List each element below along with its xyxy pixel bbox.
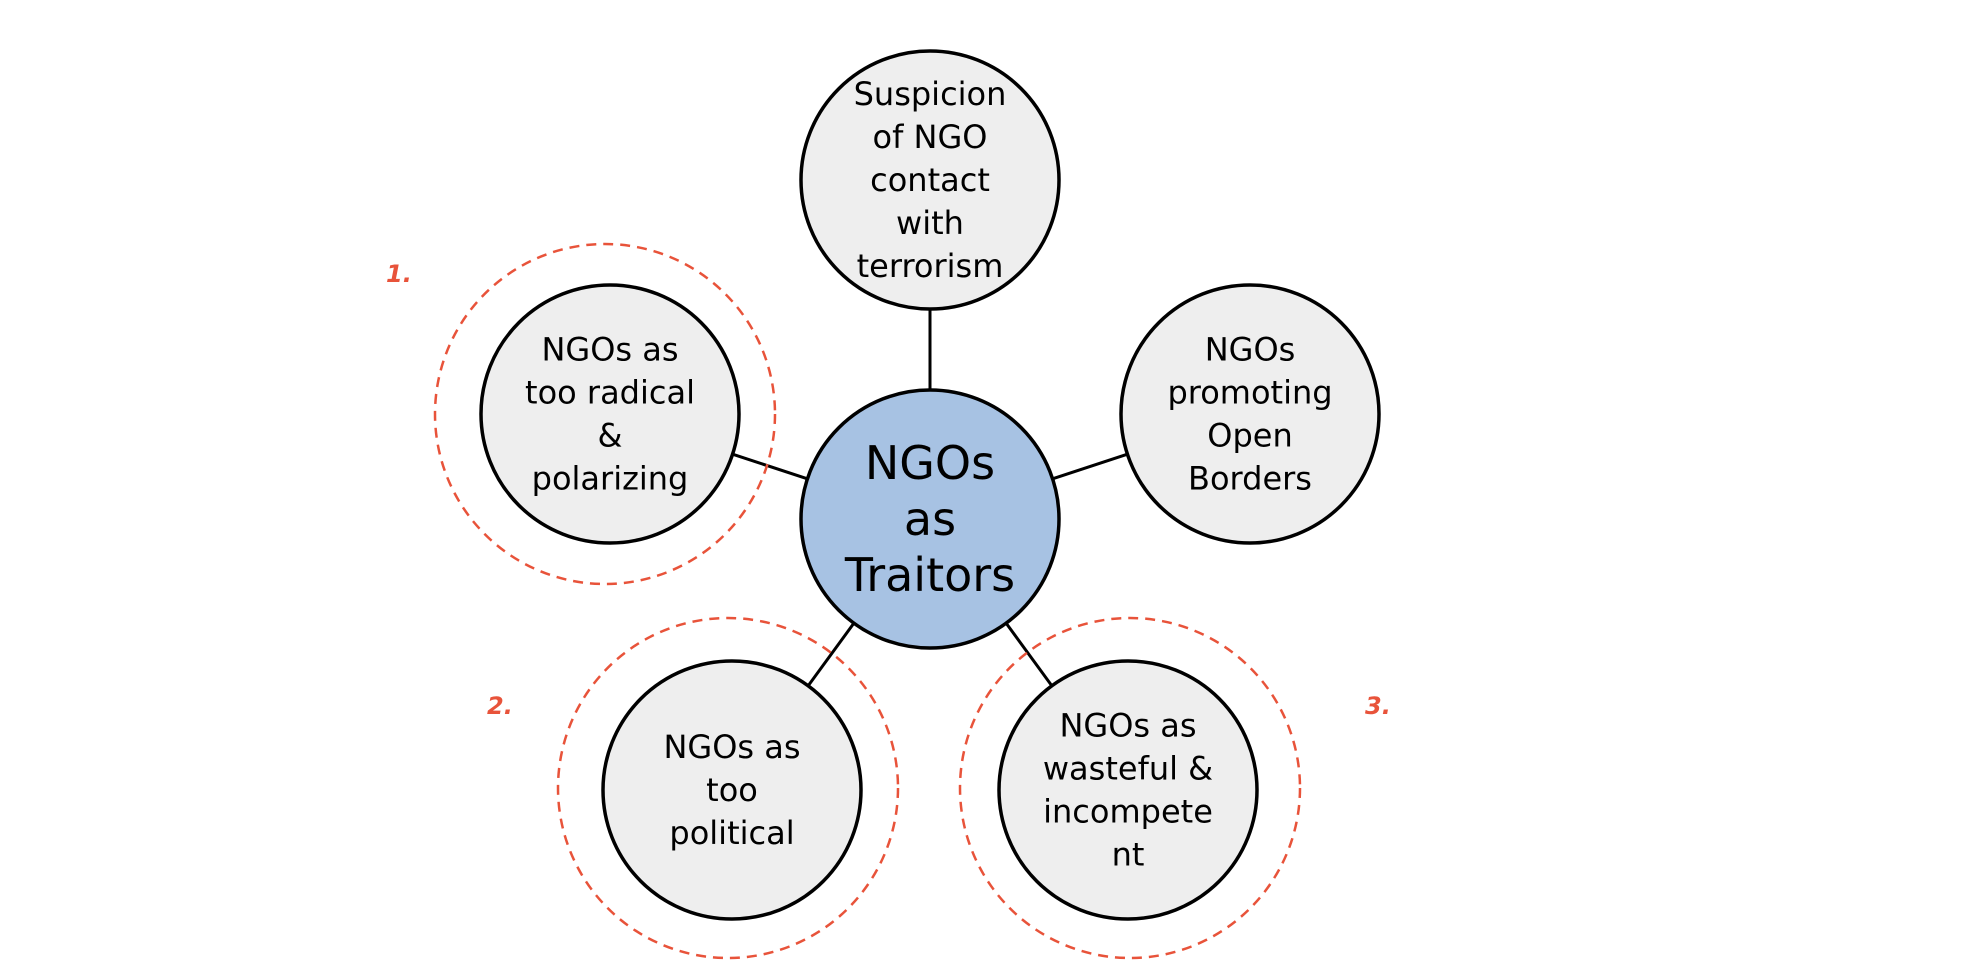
node-label-line: promoting — [1167, 374, 1332, 412]
node-label-line: NGOs as — [1059, 707, 1196, 745]
node-label-line: contact — [870, 161, 990, 199]
node-circle — [1119, 283, 1381, 545]
marker-wasteful: 3. — [1365, 692, 1391, 720]
node-label-line: nt — [1112, 836, 1145, 874]
highlight-ring-wasteful — [958, 616, 1302, 960]
marker-radical: 1. — [386, 260, 412, 288]
node-label-line: terrorism — [857, 247, 1004, 285]
highlight-ring-political — [556, 616, 900, 960]
node-label-line: with — [896, 204, 964, 242]
node-label-line: incompete — [1043, 793, 1213, 831]
connector-radical — [732, 452, 808, 481]
node-label-line: Borders — [1188, 460, 1312, 498]
node-label-line: wasteful & — [1043, 750, 1213, 788]
node-label-line: NGOs — [1205, 331, 1296, 369]
node-circle — [601, 659, 863, 921]
highlight-ring-radical — [433, 242, 777, 586]
node-circle — [479, 283, 741, 545]
nodes: Suspicion of NGO contact with terrorismNGOs … — [479, 49, 1381, 921]
highlight-rings — [433, 242, 1302, 960]
node-label-line: & — [598, 417, 623, 455]
node-circle — [997, 659, 1259, 921]
node-label-line: as — [904, 492, 956, 546]
node-label-line: polarizing — [532, 460, 689, 498]
connectors — [732, 309, 1128, 687]
node-political: NGOs as too political — [601, 659, 863, 921]
node-terrorism: Suspicion of NGO contact with terrorism — [799, 49, 1061, 311]
marker-political: 2. — [487, 692, 513, 720]
connector-wasteful — [1004, 622, 1054, 687]
connector-open-borders — [1052, 452, 1128, 481]
node-label-line: too radical — [525, 374, 695, 412]
center-circle — [799, 388, 1061, 650]
node-circle — [799, 49, 1061, 311]
markers: 1. 2. 3. — [386, 260, 1391, 720]
node-label-line: too — [706, 771, 758, 809]
node-label-line: Open — [1207, 417, 1292, 455]
node-label-line: of NGO — [873, 118, 988, 156]
node-radical: NGOs as too radical & polarizing — [479, 283, 741, 545]
connector-political — [806, 622, 856, 687]
node-label-line: Suspicion — [854, 75, 1007, 113]
node-wasteful: NGOs as wasteful & incompete nt — [997, 659, 1259, 921]
node-label-line: political — [669, 814, 794, 852]
node-label-line: NGOs — [865, 436, 995, 490]
node-label-line: Traitors — [844, 548, 1015, 602]
node-label-line: NGOs as — [663, 728, 800, 766]
node-label-line: NGOs as — [541, 331, 678, 369]
